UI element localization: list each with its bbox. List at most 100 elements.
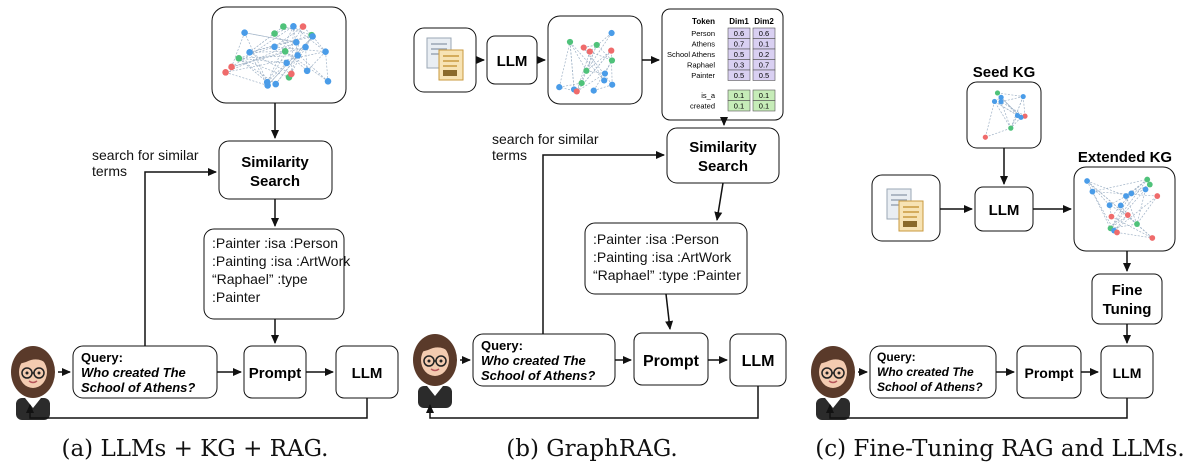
- graph-edge: [266, 62, 287, 83]
- graph-node: [222, 69, 229, 76]
- graph-node: [583, 67, 590, 74]
- graph-node: [246, 49, 253, 56]
- table-token: Painter: [691, 71, 715, 80]
- table-value: 0.5: [734, 50, 744, 59]
- user-avatar: [810, 345, 856, 421]
- table-value: 0.6: [734, 29, 744, 38]
- triple-line: “Raphael” :type :Painter: [593, 267, 741, 283]
- table-token: created: [690, 102, 715, 111]
- graph-node: [580, 44, 587, 51]
- table-value: 0.1: [734, 91, 744, 100]
- graph-node: [1123, 193, 1129, 199]
- user-avatar: [412, 333, 458, 409]
- graph-edge: [1110, 179, 1148, 229]
- graph-node: [1117, 202, 1124, 209]
- panel-c: Seed KG LLM Extended KG Fine Tuning Quer…: [810, 64, 1184, 462]
- table-value: 0.3: [734, 61, 744, 70]
- search-note: search for similar: [92, 147, 199, 163]
- table-token: School Athens: [667, 50, 715, 59]
- caption-c: (c) Fine-Tuning RAG and LLMs.: [815, 436, 1184, 462]
- table-value: 0.1: [734, 102, 744, 111]
- table-token: Person: [691, 29, 715, 38]
- graph-edge: [1136, 189, 1146, 225]
- similarity-label: Similarity: [689, 139, 757, 156]
- llm-label: LLM: [1113, 365, 1142, 381]
- graph-node: [235, 55, 243, 62]
- triple-line: “Raphael” :type: [212, 271, 308, 287]
- graph-edge: [1010, 96, 1024, 129]
- table-cell: [752, 100, 776, 112]
- graph-node: [1008, 125, 1014, 131]
- graph-node: [303, 67, 311, 75]
- search-note: terms: [492, 147, 527, 163]
- table-value: 0.1: [759, 91, 769, 100]
- graph-node: [1142, 186, 1149, 193]
- graph-edge: [1092, 191, 1115, 231]
- triple-line: :Painter :isa :Person: [593, 231, 719, 247]
- graph-node: [608, 57, 616, 64]
- graph-edge: [249, 26, 284, 53]
- graph-node: [294, 52, 301, 59]
- caption-b: (b) GraphRAG.: [506, 436, 677, 462]
- seed-kg-graph-icon: [982, 90, 1028, 140]
- graph-node: [1089, 188, 1096, 195]
- graph-node: [299, 23, 307, 30]
- graph-edge: [249, 36, 313, 53]
- table-cell: [752, 69, 776, 81]
- graph-edge: [596, 44, 613, 61]
- graph-edge: [274, 33, 329, 82]
- graph-node: [271, 30, 278, 37]
- graph-edge: [1092, 179, 1148, 192]
- graph-edge: [231, 32, 245, 68]
- graph-edge: [238, 58, 268, 83]
- graph-edge: [238, 58, 276, 85]
- graph-node: [1020, 93, 1026, 100]
- table-token: Raphael: [687, 61, 715, 70]
- graph-edge: [238, 55, 298, 59]
- triple-line: :Painting :isa :ArtWork: [593, 249, 732, 265]
- graph-edge: [1086, 180, 1111, 229]
- query-text: Who created The: [81, 365, 186, 380]
- knowledge-graph-icon: [556, 29, 616, 95]
- query-text: Who created The: [481, 353, 586, 368]
- query-text: Who created The: [877, 365, 974, 379]
- graph-edge: [997, 92, 1024, 97]
- graph-edge: [985, 127, 1011, 138]
- graph-edge: [1111, 216, 1153, 239]
- graph-edge: [238, 57, 287, 64]
- graph-node: [1022, 113, 1028, 119]
- graph-edge: [559, 82, 582, 88]
- similarity-label: Search: [250, 173, 300, 190]
- triples-box-a: [203, 228, 345, 320]
- graph-node: [994, 90, 1001, 96]
- extended-kg-box: [1073, 166, 1176, 252]
- extended-kg-graph-icon: [1084, 176, 1161, 241]
- table-value: 0.2: [759, 50, 769, 59]
- table-value: 0.1: [759, 40, 769, 49]
- graph-edge: [569, 41, 575, 90]
- graph-node: [1114, 229, 1120, 236]
- graph-node: [281, 48, 289, 55]
- prompt-label: Prompt: [1025, 365, 1074, 381]
- graph-edge: [1136, 195, 1158, 225]
- graph-node: [1084, 178, 1090, 184]
- graph-node: [566, 38, 574, 46]
- graph-node: [283, 59, 290, 67]
- graph-edge: [1110, 214, 1129, 229]
- graph-node: [1149, 235, 1156, 241]
- graph-node: [290, 22, 297, 30]
- query-label: Query:: [81, 350, 123, 365]
- table-cell: [727, 100, 751, 112]
- query-label: Query:: [481, 338, 523, 353]
- graph-edge: [275, 55, 298, 85]
- graph-edge: [225, 51, 326, 73]
- table-value: 0.7: [759, 61, 769, 70]
- graph-edge: [1116, 232, 1153, 239]
- panel-a: Similarity Search search for similar ter…: [10, 6, 399, 462]
- table-value: 0.7: [734, 40, 744, 49]
- graph-node: [1154, 193, 1161, 199]
- graph-node: [998, 94, 1004, 100]
- query-label: Query:: [877, 350, 916, 364]
